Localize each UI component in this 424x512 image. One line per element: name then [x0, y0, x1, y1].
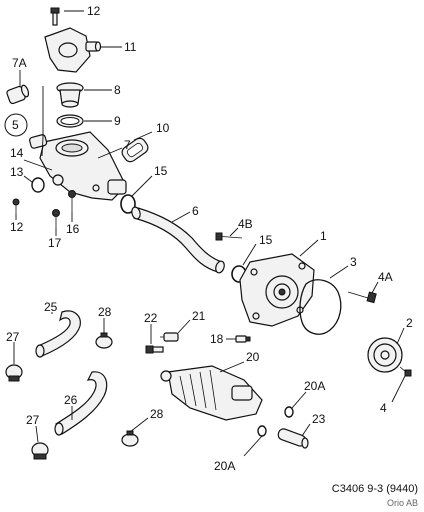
callout-8: 8 [114, 83, 121, 97]
sensor-18 [235, 335, 251, 343]
bolt-16 [68, 190, 76, 212]
bolt-12-top [50, 7, 60, 26]
callout-15-upper: 15 [154, 164, 168, 178]
gasket-10 [121, 137, 149, 163]
pipe-23 [277, 428, 309, 449]
figure-reference: C3406 9-3 (9440) [331, 483, 418, 495]
callout-5: 5 [12, 118, 19, 132]
o-ring-13 [31, 177, 45, 193]
callout-2: 2 [406, 316, 413, 330]
thermostat-housing-cover [44, 27, 102, 73]
callout-17: 17 [48, 236, 62, 250]
hose-26 [54, 371, 108, 436]
hose-25 [35, 310, 81, 358]
callout-20A-bottom: 20A [214, 459, 235, 473]
callout-15-lower: 15 [259, 233, 273, 247]
callout-12-top: 12 [87, 4, 101, 18]
hose-clamp-28-upper [95, 332, 113, 349]
callout-5-circle [4, 113, 28, 137]
thermostat [56, 82, 84, 108]
callout-20A-right: 20A [304, 379, 325, 393]
bolt-4A [347, 291, 377, 304]
callout-12-lower: 12 [10, 220, 24, 234]
hose-clamp-27-upper [5, 364, 23, 382]
leader-lines [13, 10, 406, 457]
callout-26: 26 [64, 393, 78, 407]
callout-27-lower: 27 [26, 413, 40, 427]
oil-cooler-20 [160, 365, 263, 421]
callout-27-upper: 27 [6, 330, 20, 344]
callout-28-upper: 28 [98, 305, 112, 319]
seal-20A-bottom [257, 425, 267, 437]
bolt-12-lower [12, 198, 20, 214]
callout-13: 13 [10, 165, 24, 179]
bolt-4B [215, 232, 243, 241]
callout-20: 20 [246, 350, 260, 364]
gasket-3 [299, 279, 342, 335]
callout-23: 23 [312, 412, 326, 426]
water-pump-1 [239, 253, 315, 327]
seal-20A-right [284, 406, 294, 418]
callout-7: 7 [124, 138, 131, 152]
bolt-4 [399, 366, 412, 377]
bolt-17 [52, 209, 60, 228]
callout-7A: 7A [12, 56, 27, 70]
sensor-22 [145, 345, 164, 354]
callout-4B: 4B [238, 217, 253, 231]
callout-22: 22 [144, 311, 158, 325]
hose-clamp-28-lower [121, 430, 139, 447]
figure-credit: Orio AB [386, 498, 418, 508]
callout-21: 21 [192, 309, 206, 323]
seal-ring-15-upper [120, 194, 136, 214]
callout-25: 25 [44, 300, 58, 314]
callout-4A: 4A [378, 270, 393, 284]
callout-4: 4 [380, 401, 387, 415]
fitting-21 [160, 332, 179, 342]
callout-1: 1 [320, 229, 327, 243]
hose-clamp-27-lower [31, 442, 49, 460]
coolant-pipe-6 [131, 206, 225, 274]
callout-9: 9 [114, 114, 121, 128]
callout-10: 10 [156, 121, 170, 135]
callout-11: 11 [124, 40, 137, 54]
callout-14: 14 [10, 146, 24, 160]
coolant-housing-7 [29, 131, 127, 201]
callout-16: 16 [66, 222, 80, 236]
callout-28-lower: 28 [150, 407, 164, 421]
callout-labels: 12 11 7A 8 9 5 10 14 7 13 15 12 16 17 6 … [4, 4, 413, 473]
pipe-7A [6, 84, 30, 105]
callout-3: 3 [350, 255, 357, 269]
seal-ring-9 [56, 114, 84, 128]
callout-6: 6 [192, 204, 199, 218]
callout-18: 18 [210, 332, 224, 346]
pulley-2 [367, 337, 403, 373]
